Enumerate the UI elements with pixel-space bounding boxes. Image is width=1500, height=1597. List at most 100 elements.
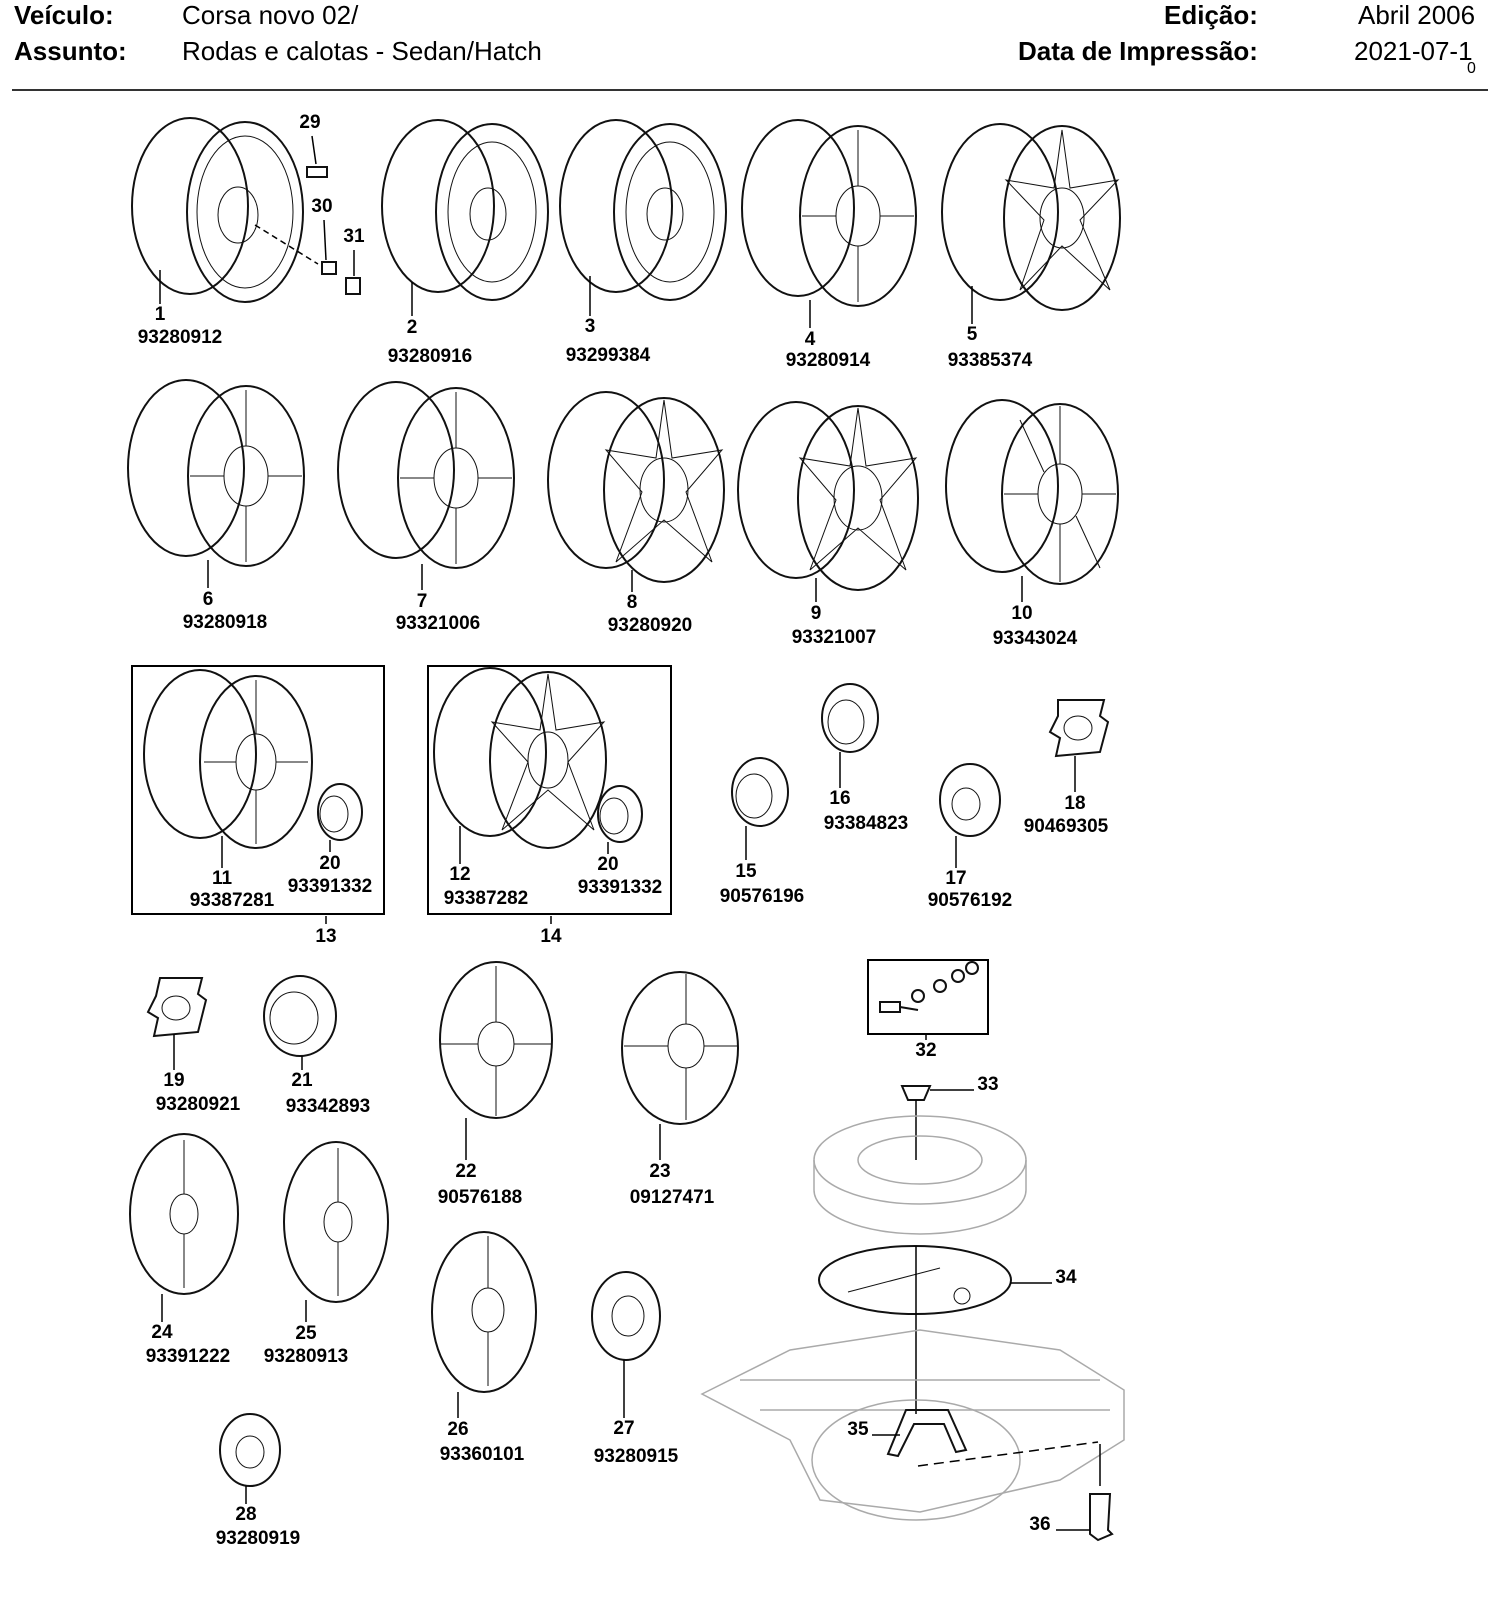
part-number: 93391222 bbox=[146, 1346, 231, 1367]
part-number: 93391332 bbox=[288, 876, 373, 897]
kit-box-14 bbox=[427, 665, 672, 915]
callout-34: 34 bbox=[1010, 1267, 1077, 1288]
ref-number: 31 bbox=[343, 226, 365, 247]
ref-number: 15 bbox=[735, 861, 757, 882]
callout-31: 31 bbox=[343, 226, 365, 276]
center-cap-21 bbox=[263, 975, 337, 1057]
ref-number: 29 bbox=[299, 112, 320, 133]
ref-number: 11 bbox=[212, 868, 233, 889]
alloy-wheel-11 bbox=[143, 669, 313, 849]
callout-29: 29 bbox=[299, 112, 321, 165]
bolt-kit-box-32 bbox=[867, 959, 989, 1035]
ref-number: 21 bbox=[291, 1070, 313, 1091]
alloy-wheel-8 bbox=[547, 391, 725, 583]
center-cap-16 bbox=[821, 683, 879, 753]
part-number: 93387282 bbox=[444, 888, 529, 909]
part-number: 93385374 bbox=[948, 350, 1033, 371]
callout-30: 30 bbox=[311, 196, 333, 261]
part-number: 09127471 bbox=[630, 1187, 715, 1208]
center-cap-20a bbox=[317, 783, 363, 841]
spare-cover-34 bbox=[818, 1245, 1012, 1315]
ref-number: 6 bbox=[203, 589, 214, 610]
ref-number: 7 bbox=[417, 591, 428, 612]
ref-number: 24 bbox=[151, 1322, 173, 1343]
ref-number: 26 bbox=[447, 1419, 468, 1440]
ref-number: 8 bbox=[627, 592, 638, 613]
ref-number: 4 bbox=[805, 329, 816, 350]
steel-wheel-1 bbox=[131, 117, 361, 303]
edition-value: Abril 2006 bbox=[1358, 0, 1476, 30]
ref-number: 36 bbox=[1029, 1514, 1050, 1535]
ref-number: 9 bbox=[811, 603, 822, 624]
ref-number: 35 bbox=[847, 1419, 869, 1440]
part-number: 93391332 bbox=[578, 877, 663, 898]
part-number: 93342893 bbox=[286, 1096, 371, 1117]
hubcap-24 bbox=[129, 1133, 239, 1295]
alloy-wheel-5 bbox=[941, 123, 1121, 311]
ref-number: 34 bbox=[1055, 1267, 1077, 1288]
callout-27: 27 93280915 bbox=[594, 1360, 679, 1467]
edition-label: Edição: bbox=[1164, 0, 1258, 30]
bolt-kit-32 bbox=[879, 961, 979, 1013]
part-number: 93280920 bbox=[608, 615, 693, 636]
part-number: 93280921 bbox=[156, 1094, 241, 1115]
alloy-wheel-4 bbox=[741, 119, 917, 307]
part-number: 93280913 bbox=[264, 1346, 349, 1367]
ref-number: 28 bbox=[235, 1504, 256, 1525]
subject-value: Rodas e calotas - Sedan/Hatch bbox=[182, 36, 542, 66]
callout-13: 13 bbox=[315, 916, 337, 947]
vehicle-label: Veículo: bbox=[14, 0, 114, 30]
center-cap-27 bbox=[591, 1271, 661, 1361]
part-number: 93280916 bbox=[388, 346, 473, 367]
part-number: 90576188 bbox=[438, 1187, 523, 1208]
callout-3: 3 93299384 bbox=[566, 276, 651, 366]
center-cap-19 bbox=[146, 977, 208, 1038]
print-date-label: Data de Impressão: bbox=[1018, 36, 1258, 66]
hubcap-23 bbox=[621, 971, 739, 1125]
ref-number: 16 bbox=[829, 788, 850, 809]
alloy-wheel-6 bbox=[127, 379, 305, 567]
bolt-36 bbox=[1089, 1493, 1114, 1542]
subject-label: Assunto: bbox=[14, 36, 127, 66]
part-number: 93280914 bbox=[786, 350, 871, 371]
ref-number: 17 bbox=[945, 868, 966, 889]
part-number: 90576192 bbox=[928, 890, 1013, 911]
part-number: 93280915 bbox=[594, 1446, 679, 1467]
vehicle-value: Corsa novo 02/ bbox=[182, 0, 359, 30]
callout-2: 2 93280916 bbox=[388, 282, 473, 367]
part-number: 93321006 bbox=[396, 613, 481, 634]
part-number: 93280918 bbox=[183, 612, 268, 633]
part-number: 93299384 bbox=[566, 345, 651, 366]
alloy-wheel-12 bbox=[433, 667, 607, 849]
ref-number: 27 bbox=[613, 1418, 634, 1439]
callout-32: 32 bbox=[915, 1034, 937, 1061]
callout-24: 24 93391222 bbox=[146, 1294, 231, 1367]
kit-box-13 bbox=[131, 665, 385, 915]
part-number: 90469305 bbox=[1024, 816, 1109, 837]
callout-36: 36 bbox=[1029, 1514, 1090, 1535]
part-number: 93343024 bbox=[993, 628, 1078, 649]
leader-line bbox=[311, 135, 317, 165]
print-date-overflow: 0 bbox=[1467, 60, 1476, 77]
ref-number: 19 bbox=[163, 1070, 184, 1091]
callout-19: 19 93280921 bbox=[156, 1034, 241, 1115]
ref-number: 2 bbox=[407, 317, 418, 338]
alloy-wheel-9 bbox=[737, 401, 919, 591]
ref-number: 3 bbox=[585, 316, 596, 337]
ref-number: 22 bbox=[455, 1161, 476, 1182]
